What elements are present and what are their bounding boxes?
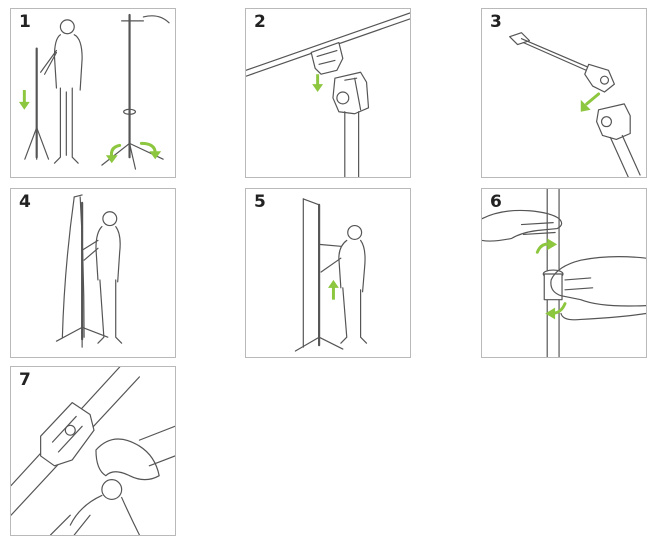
step-panel-6: 6 — [481, 188, 647, 358]
step-panel-1: 1 — [10, 8, 176, 178]
step-6-illustration — [482, 189, 646, 357]
step-2-illustration — [246, 12, 410, 177]
step-panel-3: 3 — [481, 8, 647, 178]
step-number: 7 — [19, 370, 31, 390]
step-1-illustration — [18, 13, 170, 170]
step-3-illustration — [509, 32, 641, 177]
step-5-illustration — [294, 198, 368, 352]
step-panel-2: 2 — [245, 8, 411, 178]
step-number: 2 — [254, 12, 266, 32]
step-panel-4: 4 — [10, 188, 176, 358]
step-4-illustration — [55, 194, 123, 348]
step-panel-5: 5 — [245, 188, 411, 358]
step-panel-7: 7 — [10, 366, 176, 536]
step-number: 4 — [19, 192, 31, 212]
step-7-illustration — [11, 367, 175, 535]
step-number: 1 — [19, 12, 31, 32]
step-number: 6 — [490, 192, 502, 212]
step-number: 3 — [490, 12, 502, 32]
step-number: 5 — [254, 192, 266, 212]
